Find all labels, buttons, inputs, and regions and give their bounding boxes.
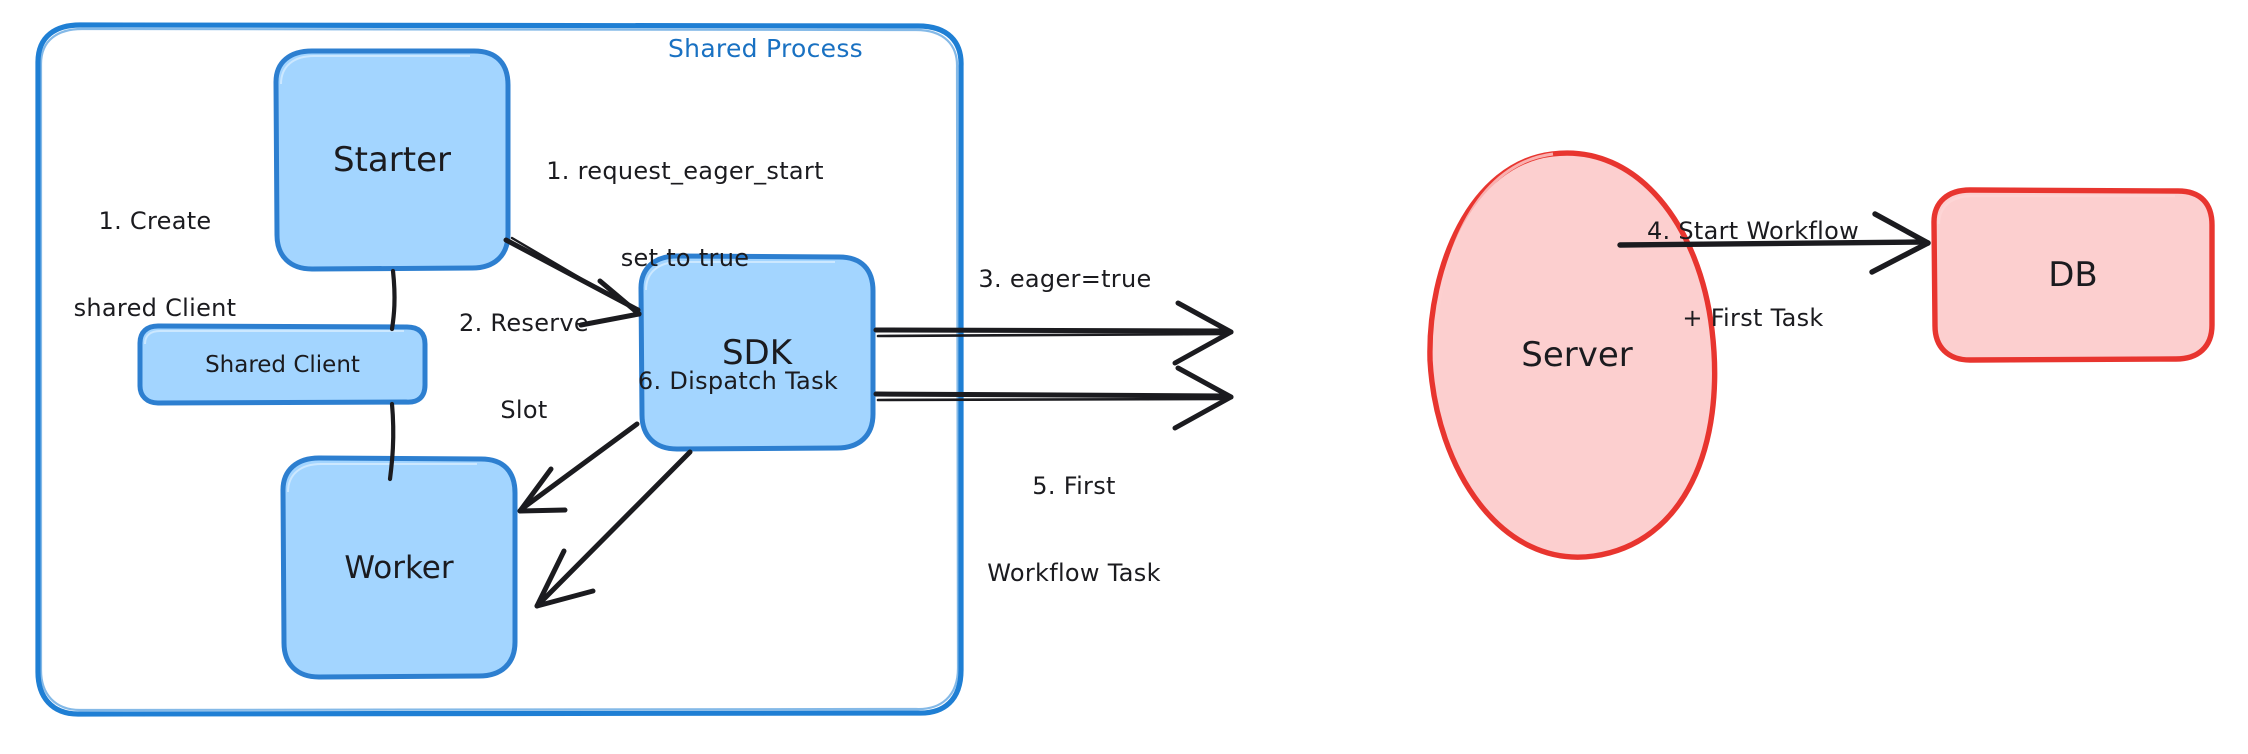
edge-label-reserve-slot: 2. Reserve Slot	[438, 250, 610, 484]
node-server[interactable]	[1427, 150, 1718, 560]
edge-label-reserve-slot-line1: 2. Reserve	[459, 308, 589, 337]
edge-label-start-workflow: 4. Start Workflow + First Task	[1608, 158, 1898, 392]
edge-reserve-slot	[517, 421, 640, 514]
edge-start-workflow	[1617, 211, 1931, 275]
edge-eager-true	[873, 300, 1234, 366]
edge-label-start-workflow-line2: + First Task	[1682, 304, 1824, 333]
node-shared-client[interactable]	[137, 323, 428, 406]
node-sdk[interactable]	[638, 253, 876, 452]
node-db[interactable]	[1931, 187, 2215, 363]
node-starter[interactable]	[273, 48, 511, 272]
edge-label-eager-true: 3. eager=true	[978, 265, 1152, 293]
edge-label-first-workflow-task-line2: Workflow Task	[987, 559, 1161, 588]
edge-label-create-shared-client: 1. Create shared Client	[40, 148, 270, 382]
edge-label-request-eager-start-line2: set to true	[620, 244, 750, 273]
edge-label-request-eager-start-line1: 1. request_eager_start	[546, 156, 824, 185]
edge-label-first-workflow-task: 5. First Workflow Task	[955, 413, 1193, 647]
edge-label-reserve-slot-line2: Slot	[500, 396, 548, 425]
edge-label-start-workflow-line1: 4. Start Workflow	[1646, 216, 1860, 245]
shared-process-label: Shared Process	[668, 34, 863, 63]
node-worker[interactable]	[280, 455, 518, 680]
edge-label-create-shared-client-line2: shared Client	[73, 294, 237, 323]
edge-dispatch-task	[534, 449, 693, 609]
edge-first-workflow-task	[873, 365, 1234, 431]
edge-create-shared-client	[387, 268, 397, 482]
edge-label-create-shared-client-line1: 1. Create	[98, 206, 212, 235]
edge-request-eager-start	[503, 236, 642, 328]
shared-process-container	[35, 22, 964, 717]
edge-label-request-eager-start: 1. request_eager_start set to true	[540, 98, 830, 332]
edge-label-first-workflow-task-line1: 5. First	[1032, 471, 1116, 500]
edge-label-dispatch-task: 6. Dispatch Task	[637, 367, 839, 395]
